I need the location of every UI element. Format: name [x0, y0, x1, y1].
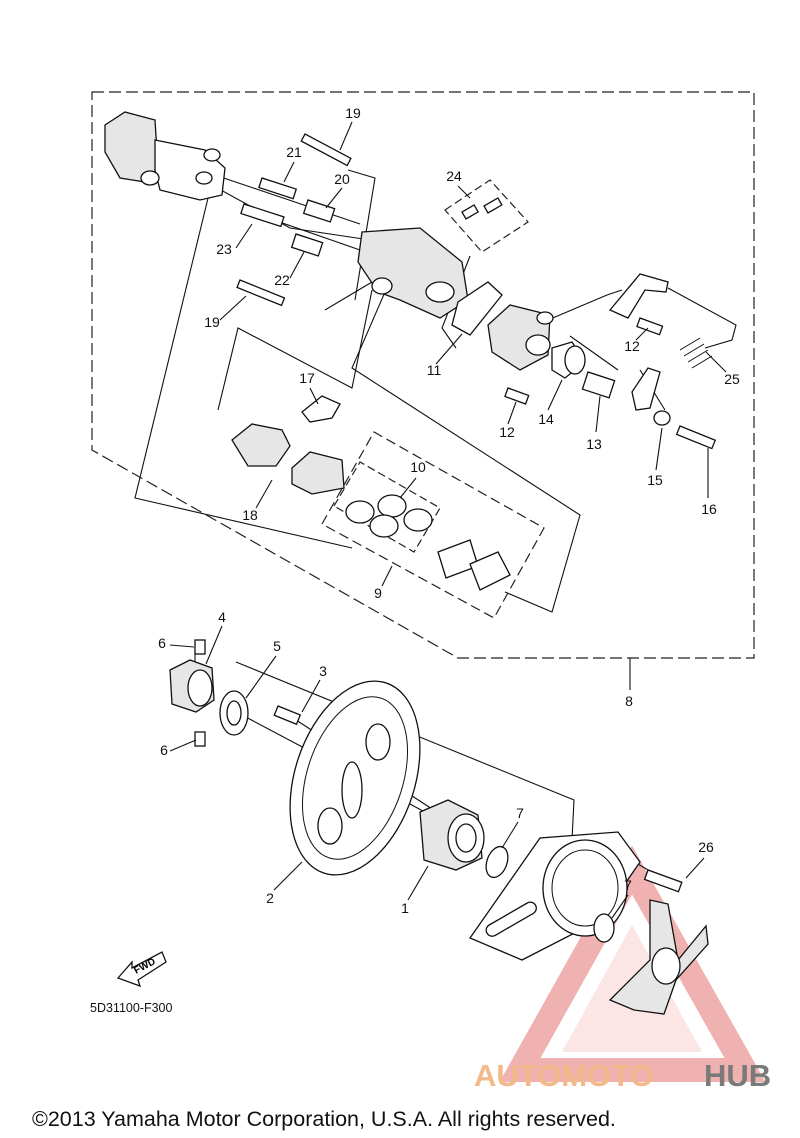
callout-12a: 12	[624, 338, 640, 354]
callout-7a: 7	[516, 805, 524, 821]
callout-6b: 6	[160, 742, 168, 758]
callout-19b: 19	[204, 314, 220, 330]
callout-18: 18	[242, 507, 258, 523]
callout-11: 11	[427, 362, 442, 378]
caliper-body	[357, 227, 469, 319]
washer	[219, 690, 249, 736]
bolt-16	[675, 425, 717, 450]
callout-19a: 19	[345, 105, 361, 121]
nut	[653, 410, 671, 426]
carrier-plate	[469, 831, 641, 961]
watermark-left: AUTOMOTO	[474, 1058, 654, 1093]
bolt-26	[643, 869, 683, 893]
callout-4: 4	[218, 609, 226, 625]
hub-nut	[169, 639, 215, 747]
piston-seals	[345, 494, 433, 538]
callout-12b: 12	[499, 424, 515, 440]
watermark-right: HUB	[704, 1058, 771, 1093]
diagram-code: 5D31100-F300	[90, 1001, 173, 1015]
callout-5: 5	[273, 638, 281, 654]
callout-25: 25	[724, 371, 740, 387]
callout-14: 14	[538, 411, 554, 427]
pistons	[437, 539, 511, 591]
callout-9: 9	[374, 585, 382, 601]
spring	[679, 337, 713, 369]
bolt-12-lower	[504, 387, 530, 405]
o-ring-upper	[485, 845, 509, 879]
watermark-text: AUTOMOTO HUB	[474, 1058, 771, 1093]
caliper-bracket	[104, 111, 226, 201]
bracket-plate	[608, 273, 669, 319]
brake-pads	[231, 423, 345, 495]
pins-bolts	[236, 133, 352, 307]
gasket	[451, 281, 503, 336]
callout-2: 2	[266, 890, 274, 906]
callout-22: 22	[274, 272, 290, 288]
pad-spring	[301, 395, 341, 423]
callout-3: 3	[319, 663, 327, 679]
hub	[419, 799, 485, 871]
callout-leaders	[169, 121, 727, 919]
callout-labels: 19 21 20 24 23 22 19 17 11 12 14 13 12 2…	[158, 105, 740, 916]
callout-20: 20	[334, 171, 350, 187]
callout-6a: 6	[158, 635, 166, 651]
piston-box	[321, 431, 545, 619]
callout-1: 1	[401, 900, 409, 916]
callout-24: 24	[446, 168, 462, 184]
adjuster	[581, 371, 616, 399]
callout-7b: 7	[624, 877, 632, 893]
bushing	[551, 341, 586, 379]
brake-disc	[289, 680, 421, 876]
callout-23: 23	[216, 241, 232, 257]
callout-17: 17	[299, 370, 315, 386]
callout-26: 26	[698, 839, 714, 855]
link-plate	[631, 367, 661, 411]
callout-13: 13	[586, 436, 602, 452]
copyright-text: ©2013 Yamaha Motor Corporation, U.S.A. A…	[32, 1107, 616, 1131]
callout-21: 21	[286, 144, 302, 160]
bleeder-box	[444, 179, 529, 253]
bolt-3	[273, 705, 302, 726]
callout-10: 10	[410, 459, 426, 475]
callout-15: 15	[647, 472, 663, 488]
callout-16: 16	[701, 501, 717, 517]
o-ring-lower	[593, 913, 615, 943]
bleeder-parts	[461, 197, 503, 220]
callout-8: 8	[625, 693, 633, 709]
bolt-12-upper	[636, 317, 664, 336]
caliper-half	[487, 304, 554, 371]
fwd-arrow-icon: FWD	[116, 951, 167, 988]
sprocket-hub	[608, 899, 709, 1015]
caliper-assy-boundary	[91, 91, 755, 659]
